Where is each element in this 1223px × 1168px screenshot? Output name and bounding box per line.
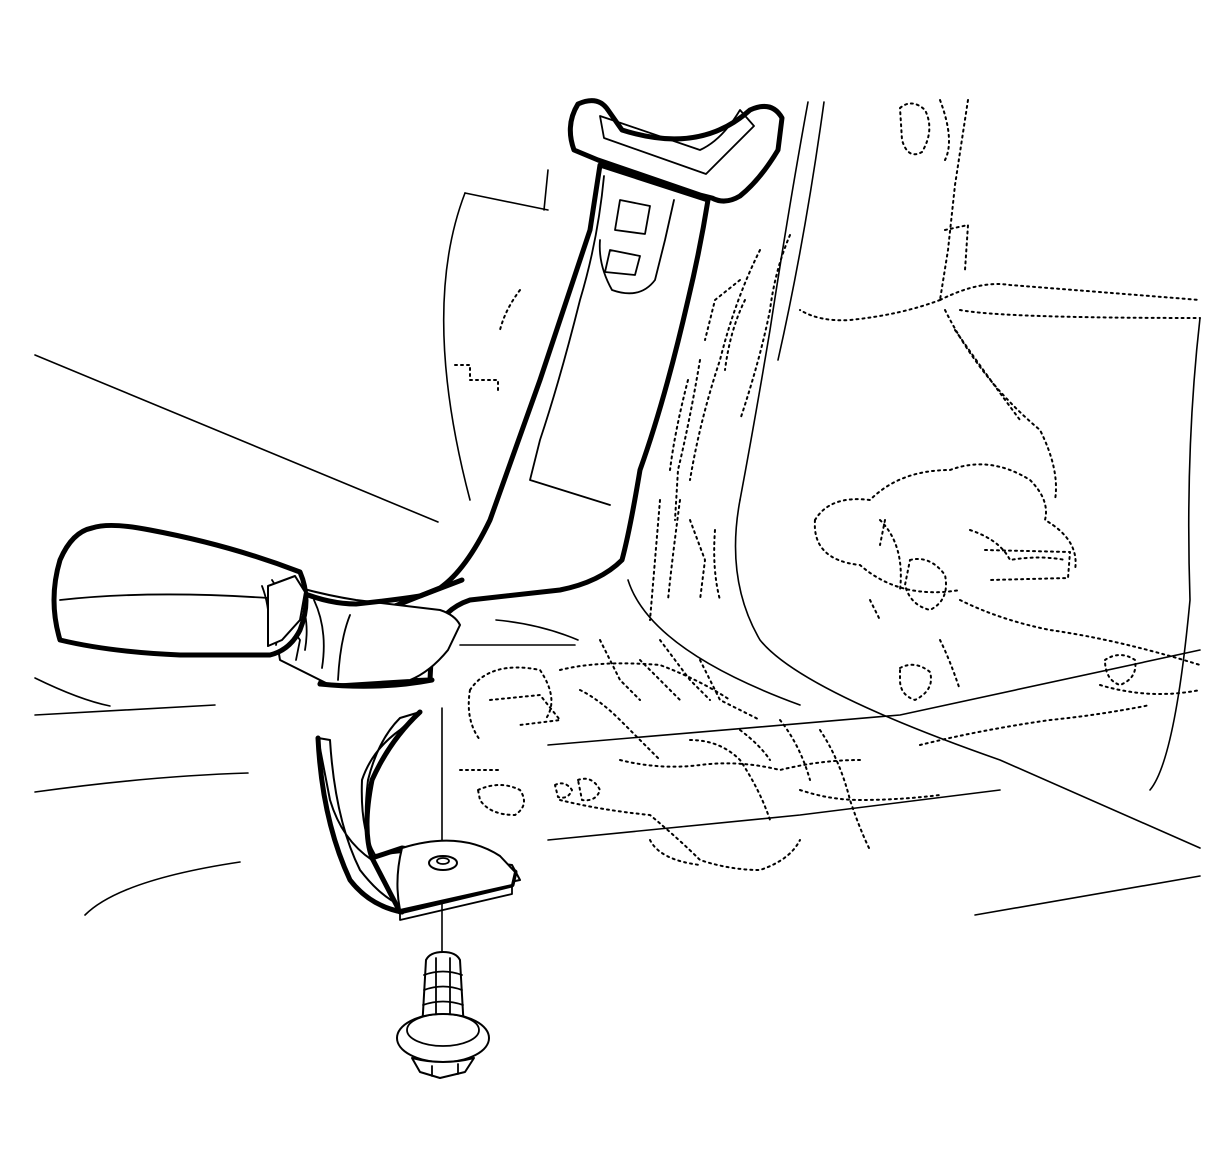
latch-plate-icon xyxy=(567,98,785,204)
anchor-plate-icon xyxy=(315,709,521,921)
hidden-vehicle-structure xyxy=(454,99,1201,871)
bolt-icon xyxy=(396,951,490,1079)
seat-belt-buckle-icon xyxy=(51,522,465,689)
